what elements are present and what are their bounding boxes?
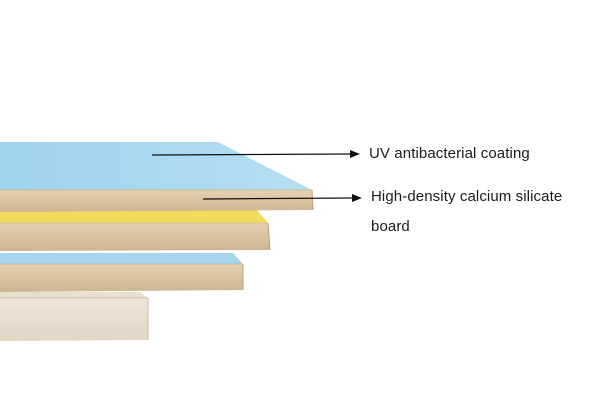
plain-board-bottom [0,292,149,341]
board-callout-arrow [202,194,362,202]
board-label-line2: board [371,218,410,235]
uv-coated-board-top [0,142,314,212]
blue-board-lower [0,253,244,292]
coating-label: UV antibacterial coating [369,145,530,162]
yellow-board [0,210,271,251]
board-label-line1: High-density calcium silicate [371,188,563,205]
coating-callout-arrow [151,150,360,158]
